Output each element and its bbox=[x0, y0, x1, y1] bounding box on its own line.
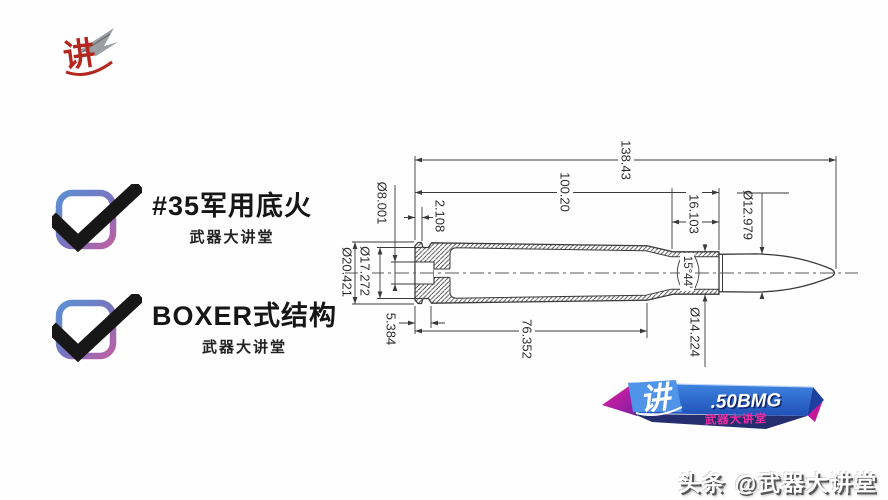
case-interior bbox=[449, 247, 720, 299]
dim-rim-thickness: 2.108 bbox=[433, 200, 448, 233]
banner-bottom-fold bbox=[634, 414, 807, 429]
checkmark-icon bbox=[52, 294, 142, 363]
dim-length-to-shoulder: 76.352 bbox=[520, 319, 535, 359]
banner-title-shadow: .50BMG bbox=[712, 392, 783, 415]
banner-left-arrow bbox=[602, 384, 637, 416]
checklist-subtitle: 武器大讲堂 bbox=[189, 229, 275, 246]
dim-neck-diameter: Ø14.224 bbox=[688, 307, 703, 357]
banner-title: .50BMG bbox=[710, 390, 781, 413]
banner-logo-panel bbox=[628, 380, 682, 412]
checklist-item-primer: #35军用底火 武器大讲堂 bbox=[52, 184, 312, 256]
dim-shoulder-angle: 15°44' bbox=[681, 256, 693, 288]
dim-overall-length: 138.43 bbox=[619, 140, 634, 180]
dim-head-length: 5.384 bbox=[384, 313, 399, 346]
checkbox-icon bbox=[52, 294, 142, 363]
label-backgrounds bbox=[358, 137, 702, 362]
caliber-banner: 讲 .50BMG .50BMG 武器大讲堂 bbox=[602, 380, 824, 429]
cartridge-technical-drawing: 138.43 100.20 2.108 Ø8.001 Ø20.421 Ø17.2… bbox=[340, 137, 858, 367]
corner-logo-icon: 讲 bbox=[61, 28, 118, 76]
banner-right-fold bbox=[807, 387, 824, 416]
dim-primer-pocket-diameter: Ø8.001 bbox=[375, 182, 390, 225]
checklist-title: #35军用底火 bbox=[152, 191, 313, 221]
dimension-arrows bbox=[352, 157, 836, 334]
checklist-subtitle: 武器大讲堂 bbox=[202, 339, 288, 356]
dim-bullet-diameter: Ø12.979 bbox=[741, 190, 756, 240]
checklist-item-boxer: BOXER式结构 武器大讲堂 bbox=[52, 294, 337, 366]
banner-subtitle: 武器大讲堂 bbox=[705, 411, 768, 427]
dim-neck-length: 16.103 bbox=[687, 194, 702, 234]
flash-hole bbox=[434, 268, 450, 278]
watermark-handle: 头条 @武器大讲堂 bbox=[678, 471, 878, 496]
checkbox-icon bbox=[52, 184, 142, 253]
dim-rim-diameter: Ø20.421 bbox=[340, 247, 355, 297]
checklist-title: BOXER式结构 bbox=[152, 301, 338, 331]
logo-glyph: 讲 bbox=[61, 34, 98, 74]
dim-case-length: 100.20 bbox=[558, 172, 573, 212]
dimension-labels: 138.43 100.20 2.108 Ø8.001 Ø20.421 Ø17.2… bbox=[340, 140, 756, 359]
dim-extractor-groove-diameter: Ø17.272 bbox=[358, 246, 373, 296]
banner-right-fold-magenta bbox=[807, 400, 823, 422]
checkmark-icon bbox=[52, 184, 142, 253]
